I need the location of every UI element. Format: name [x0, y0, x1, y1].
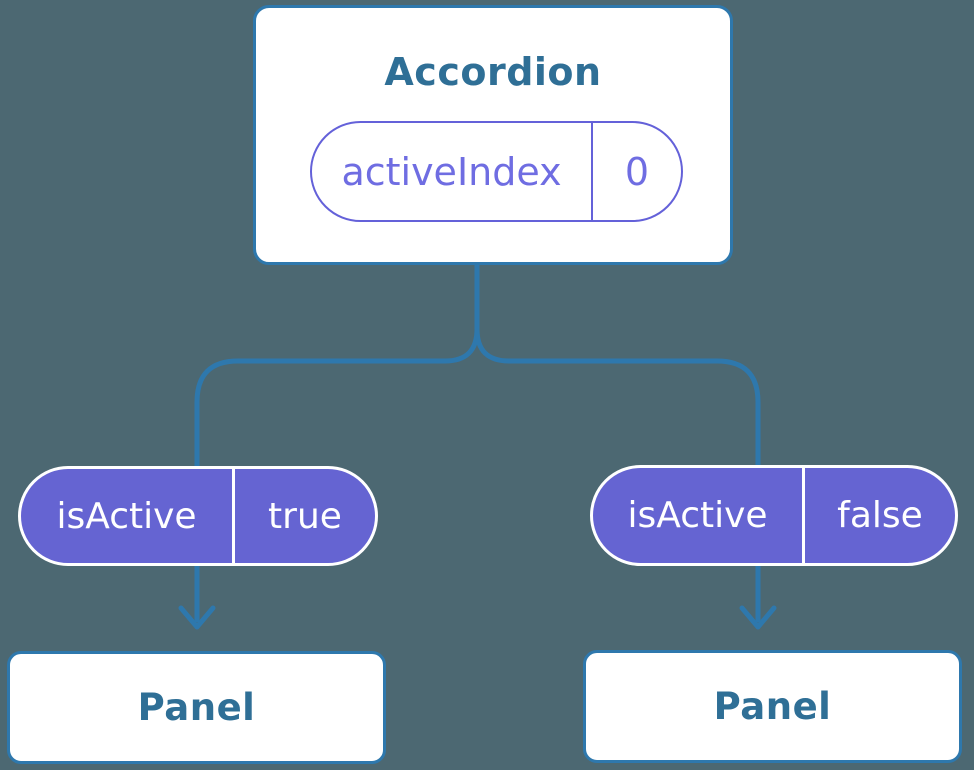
prop-value: false	[837, 495, 923, 536]
state-pill: activeIndex 0	[310, 121, 683, 222]
prop-name: isActive	[593, 468, 805, 563]
accordion-component-box: Accordion activeIndex 0	[253, 5, 733, 265]
prop-pill-left: isActive true	[18, 466, 378, 566]
arrow-down-icon	[178, 605, 216, 630]
accordion-title: Accordion	[384, 50, 602, 94]
panel-component-box-left: Panel	[7, 651, 386, 764]
connector-left-branch	[194, 260, 480, 623]
arrow-down-icon	[739, 605, 777, 630]
state-value: 0	[624, 149, 650, 194]
prop-value: true	[268, 495, 342, 537]
prop-pill-right: isActive false	[590, 465, 958, 566]
state-name: activeIndex	[312, 123, 593, 220]
panel-component-box-right: Panel	[583, 650, 962, 763]
connector-right-branch	[474, 260, 761, 623]
panel-title: Panel	[137, 686, 256, 729]
panel-title: Panel	[713, 685, 832, 728]
prop-name: isActive	[21, 469, 235, 563]
